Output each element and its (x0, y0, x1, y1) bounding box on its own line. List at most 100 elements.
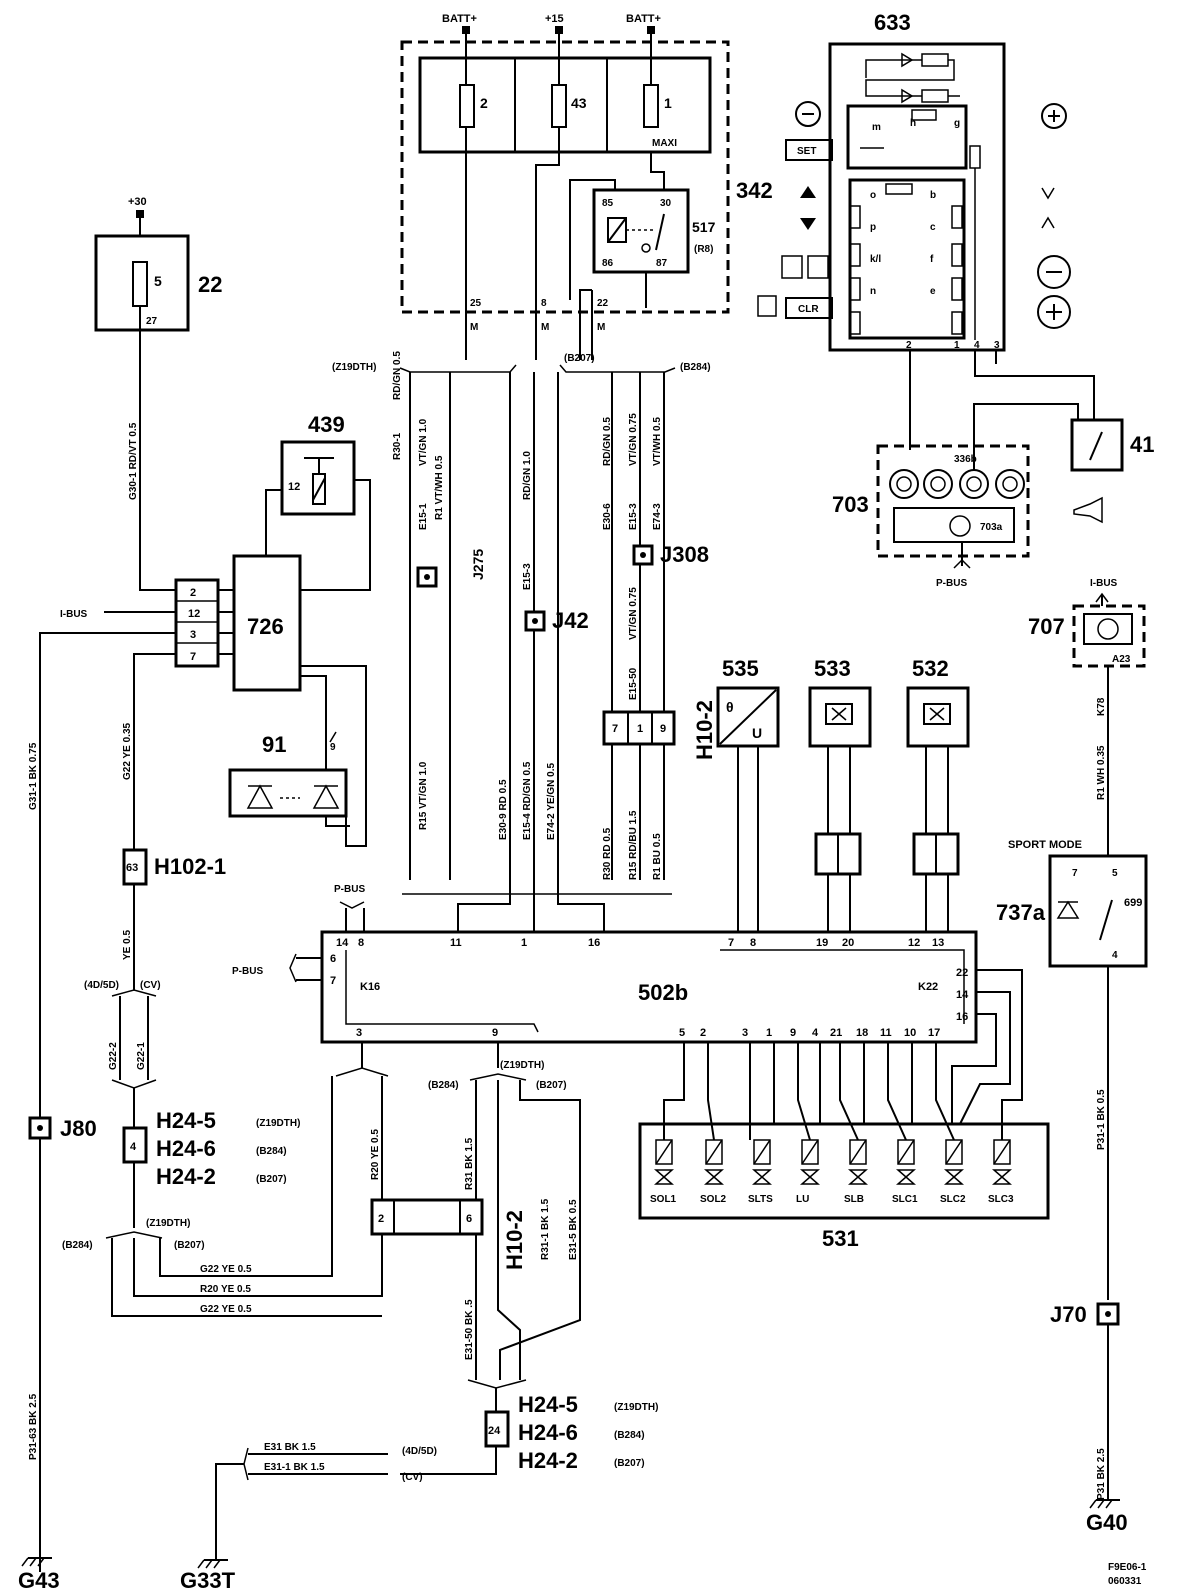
pin-m-c: M (597, 322, 605, 333)
h24b-var-3: (B207) (614, 1458, 645, 1469)
minus-circle-icon (1037, 255, 1071, 289)
chevron-up-icon (1041, 216, 1055, 229)
component-439: 439 12 (265, 412, 371, 591)
cruise-plus-icon (1041, 103, 1067, 129)
wire-e15-50: E15-50 (628, 667, 639, 700)
fuse22-fuse: 5 (154, 273, 162, 289)
comp532-id: 532 (912, 656, 949, 681)
ecu-pin-7: 7 (728, 937, 734, 949)
ecu-pin-20: 20 (842, 937, 854, 949)
h10-2-pin-9: 9 (660, 723, 666, 735)
comp703-sub: 336b (954, 454, 977, 465)
wire-rdgn05b: RD/GN 0.5 (602, 417, 613, 466)
comp633-id: 633 (874, 10, 911, 35)
h102-1-label: H102-1 (154, 854, 226, 879)
pin-m-b: M (541, 322, 549, 333)
h24b-var-2: (B284) (614, 1430, 645, 1441)
wire-ye05: YE 0.5 (122, 930, 133, 960)
clr-button-label: CLR (798, 304, 819, 315)
ground-g40: G40 (1086, 1510, 1128, 1535)
harness-ecu (457, 880, 605, 932)
var-cv-b: (CV) (402, 1472, 423, 1483)
h10-2b-pin-6: 6 (466, 1213, 472, 1225)
connector-h10-2-upper: 7 1 9 H10-2 (602, 700, 717, 760)
comp535-theta: θ (726, 699, 734, 715)
h24a-label-2: H24-6 (156, 1136, 216, 1161)
ecu-bp-10: 10 (904, 1027, 916, 1039)
comp633-pin-4: 4 (974, 340, 980, 351)
comp633-pin-3: 3 (994, 340, 1000, 351)
var-z19dth-top: (Z19DTH) (332, 362, 376, 373)
comp726-pin-2: 2 (190, 587, 196, 599)
ecu-502b: 502b K16 K22 14 8 11 1 16 7 8 19 20 12 1… (320, 930, 978, 1044)
ibus-left: I-BUS (60, 609, 88, 620)
comp531-id: 531 (822, 1226, 859, 1251)
wire-e31-5: E31-5 BK 0.5 (568, 1199, 579, 1260)
horn-icon (1073, 496, 1103, 524)
arrow-down-icon (800, 218, 816, 230)
h24a-var-b284: (B284) (62, 1240, 93, 1251)
h102-1-pin: 63 (126, 862, 138, 874)
ecu-pin-13: 13 (932, 937, 944, 949)
sw-c: c (930, 222, 936, 233)
comp533-id: 533 (814, 656, 851, 681)
junction-j275: J275 (470, 549, 486, 580)
limit-icon (757, 295, 777, 317)
fusebox-342: 2 43 1 MAXI 342 (400, 40, 773, 314)
wire-e30-6: E30-6 (602, 503, 613, 530)
footer-ref: F9E06-1 (1108, 1562, 1147, 1573)
comp91-pin: 9 (330, 742, 336, 753)
wire-p31: P31 BK 2.5 (1096, 1448, 1107, 1500)
comp633-pin-1: 1 (954, 340, 960, 351)
comp737a-pin-4: 4 (1112, 950, 1118, 961)
h24a-var-2: (B284) (256, 1146, 287, 1157)
comp439-id: 439 (308, 412, 345, 437)
cruise-minus-icon (795, 101, 821, 127)
wire-r15b: R15 RD/BU 1.5 (628, 810, 639, 880)
wire-g22-2: G22-2 (108, 1042, 119, 1070)
wire-e15-3b: E15-3 (628, 503, 639, 530)
comp726-pin-3: 3 (190, 629, 196, 641)
supply-terminals: BATT+ +15 BATT+ (442, 13, 661, 85)
comp91-id: 91 (262, 732, 286, 757)
sw-b: b (930, 190, 936, 201)
wire-rdgn10: RD/GN 1.0 (522, 451, 533, 500)
ecu-pin-22: 22 (956, 967, 968, 979)
wire-e31: E31 BK 1.5 (264, 1442, 316, 1453)
comp-633: 633 m h g o b p c k/l f n e 2 1 (828, 10, 1006, 352)
comp737a-pin-5: 5 (1112, 868, 1118, 879)
fuse-a-label: 2 (480, 95, 488, 111)
valve-lu: LU (796, 1139, 820, 1205)
wire-g31-1: G31-1 BK 0.75 (28, 742, 39, 810)
comp535-id: 535 (722, 656, 759, 681)
h24a-label-3: H24-2 (156, 1164, 216, 1189)
junction-j70: J70 (1050, 1302, 1087, 1327)
var-b284-top: (B284) (680, 362, 711, 373)
wire-p31-1: P31-1 BK 0.5 (1096, 1089, 1107, 1150)
fuse-b-label: 43 (571, 95, 587, 111)
junction-j80: J80 (60, 1116, 97, 1141)
comp703-id: 703 (832, 492, 869, 517)
h24a-var-3: (B207) (256, 1174, 287, 1185)
valve-sol1: SOL1 (650, 1139, 677, 1205)
ecu-pin-12: 12 (908, 937, 920, 949)
pbus-top: P-BUS (334, 884, 365, 895)
wire-r15: R15 VT/GN 1.0 (418, 761, 429, 830)
comp707-id: 707 (1028, 614, 1065, 639)
ecu-pin-11: 11 (450, 937, 462, 949)
resume-icon (781, 255, 803, 279)
wire-e15-1: E15-1 (418, 503, 429, 530)
wire-e74-2: E74-2 YE/GN 0.5 (546, 762, 557, 840)
h24a-var-z19: (Z19DTH) (146, 1218, 190, 1229)
junction-j42: J42 (552, 608, 589, 633)
comp737a-id: 737a (996, 900, 1046, 925)
relay-517: 85 30 86 87 517 (R8) (569, 152, 716, 308)
comp535-u: U (752, 725, 762, 741)
valve-label: SLC2 (940, 1194, 966, 1205)
var-4d5d: (4D/5D) (84, 980, 119, 991)
ecu-pin-8b: 8 (750, 937, 756, 949)
wire-vtgn075: VT/GN 0.75 (628, 413, 639, 466)
pin-m-a: M (470, 322, 478, 333)
fuse22-pin: 27 (146, 316, 158, 327)
